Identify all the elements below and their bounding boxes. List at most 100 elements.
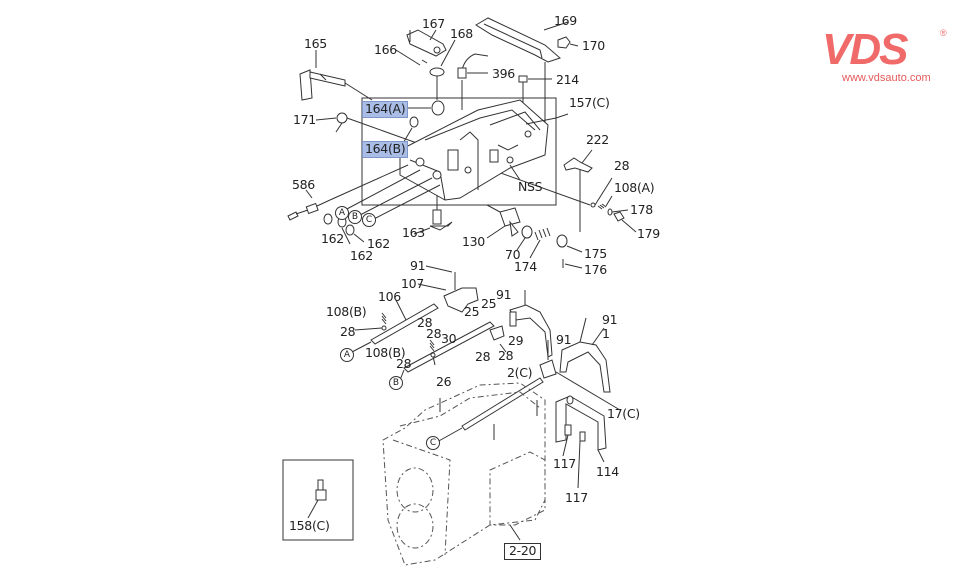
lift-housing [399, 99, 549, 201]
part-label-176[interactable]: 176 [584, 262, 607, 277]
part-label-28[interactable]: 28 [498, 348, 514, 363]
part-label-108b[interactable]: 108(B) [326, 304, 367, 319]
cover-114 [555, 395, 607, 463]
marker-b: B [389, 376, 403, 390]
part-label-108b[interactable]: 108(B) [365, 345, 406, 360]
clip-117-b [579, 431, 586, 442]
part-label-158c[interactable]: 158(C) [289, 518, 330, 533]
part-label-107[interactable]: 107 [401, 276, 424, 291]
part-label-106[interactable]: 106 [378, 289, 401, 304]
spring-108a [597, 203, 607, 210]
inset-frame [282, 459, 354, 541]
part-label-70[interactable]: 70 [505, 247, 521, 262]
part-label-175[interactable]: 175 [584, 246, 607, 261]
logo-brand: VDS [822, 25, 908, 74]
part-label-169[interactable]: 169 [554, 13, 577, 28]
marker-a: A [340, 348, 354, 362]
cylinder-130 [486, 204, 521, 239]
marker-b: B [348, 210, 362, 224]
part-label-91[interactable]: 91 [556, 332, 572, 347]
fork-107 [417, 265, 479, 313]
part-label-28[interactable]: 28 [614, 158, 630, 173]
part-label-1[interactable]: 1 [602, 326, 610, 341]
part-label-117[interactable]: 117 [553, 456, 576, 471]
part-label-28[interactable]: 28 [417, 315, 433, 330]
shaft-165 [299, 50, 373, 101]
logo-url[interactable]: www.vdsauto.com [842, 72, 931, 84]
part-label-157c[interactable]: 157(C) [569, 95, 610, 110]
spring-108b-a [381, 312, 387, 325]
part-label-178[interactable]: 178 [630, 202, 653, 217]
part-label-162[interactable]: 162 [321, 231, 344, 246]
part-label-162[interactable]: 162 [350, 248, 373, 263]
part-label-167[interactable]: 167 [422, 16, 445, 31]
transmission-case [382, 382, 546, 566]
part-label-91[interactable]: 91 [496, 287, 512, 302]
washer-178 [607, 208, 613, 216]
part-label-25[interactable]: 25 [464, 304, 480, 319]
part-label-nss: NSS [518, 179, 543, 194]
part-label-168[interactable]: 168 [450, 26, 473, 41]
part-label-214[interactable]: 214 [556, 72, 579, 87]
seal-164b [409, 116, 419, 128]
bush-162-c [345, 224, 355, 236]
vds-logo[interactable]: VDS ® www.vdsauto.com [822, 25, 952, 85]
part-label-163[interactable]: 163 [402, 225, 425, 240]
part-label-179[interactable]: 179 [637, 226, 660, 241]
rod-106 [351, 299, 439, 353]
bracket-169 [475, 17, 569, 63]
part-label-117[interactable]: 117 [565, 490, 588, 505]
sensor-396 [457, 53, 489, 110]
plate-167 [406, 29, 447, 57]
plug-179 [613, 211, 625, 222]
part-label-130[interactable]: 130 [462, 234, 485, 249]
washer-168 [429, 67, 445, 77]
marker-a: A [335, 206, 349, 220]
washer-70 [521, 225, 533, 239]
bush-162-a [323, 213, 333, 225]
marker-c: C [426, 436, 440, 450]
part-label-164b[interactable]: 164(B) [362, 141, 409, 158]
part-label-17c[interactable]: 17(C) [607, 406, 640, 421]
clip-158c [307, 479, 327, 519]
part-label-2c[interactable]: 2(C) [507, 365, 533, 380]
fork-25 [509, 290, 553, 358]
part-label-165[interactable]: 165 [304, 36, 327, 51]
part-label-25[interactable]: 25 [481, 296, 497, 311]
part-label-29[interactable]: 29 [508, 333, 524, 348]
part-label-30[interactable]: 30 [441, 331, 457, 346]
clip-117-a [564, 424, 572, 436]
spring-174 [529, 227, 551, 259]
ball-28-b [430, 352, 436, 358]
part-label-222[interactable]: 222 [586, 132, 609, 147]
part-label-170[interactable]: 170 [582, 38, 605, 53]
nut-170 [557, 36, 571, 49]
part-label-171[interactable]: 171 [293, 112, 316, 127]
part-label-164a[interactable]: 164(A) [362, 101, 409, 118]
sensor-586 [287, 189, 331, 221]
part-label-114[interactable]: 114 [596, 464, 619, 479]
ball-28-a [381, 325, 387, 331]
part-label-396[interactable]: 396 [492, 66, 515, 81]
part-label-28[interactable]: 28 [475, 349, 491, 364]
spring-108b-b [429, 339, 435, 352]
plate-222 [563, 149, 593, 173]
part-label-174[interactable]: 174 [514, 259, 537, 274]
fork-1 [559, 317, 611, 393]
ball-28 [590, 202, 596, 208]
part-label-108a[interactable]: 108(A) [614, 180, 655, 195]
reference-label-2-20[interactable]: 2-20 [504, 543, 542, 560]
part-label-28[interactable]: 28 [426, 326, 442, 341]
part-label-91[interactable]: 91 [602, 312, 618, 327]
part-label-26[interactable]: 26 [436, 374, 452, 389]
part-label-166[interactable]: 166 [374, 42, 397, 57]
part-label-28[interactable]: 28 [396, 356, 412, 371]
rod-2c [436, 377, 544, 443]
marker-c: C [362, 213, 376, 227]
part-label-91[interactable]: 91 [410, 258, 426, 273]
part-label-162[interactable]: 162 [367, 236, 390, 251]
part-label-586[interactable]: 586 [292, 177, 315, 192]
bush-164a [431, 100, 445, 116]
part-label-28[interactable]: 28 [340, 324, 356, 339]
